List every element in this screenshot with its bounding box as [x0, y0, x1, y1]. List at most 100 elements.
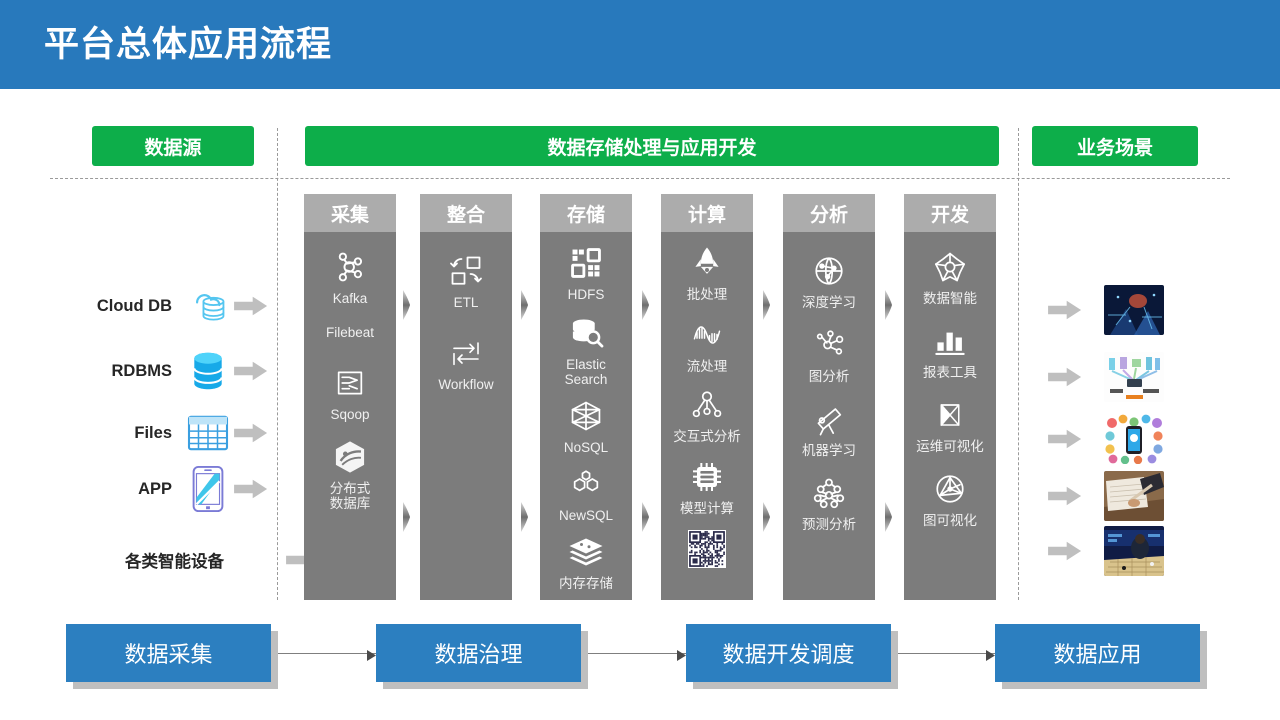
- slide-header: 平台总体应用流程: [0, 0, 1280, 89]
- column-item[interactable]: 数据智能: [904, 246, 996, 306]
- stage-connector-arrow-icon: [882, 288, 896, 322]
- column-item[interactable]: 机器学习: [783, 398, 875, 458]
- column-item[interactable]: 预测分析: [783, 472, 875, 532]
- column-item-label: 内存存储: [559, 576, 613, 591]
- column-item-label: 预测分析: [802, 517, 856, 532]
- column-item[interactable]: 分布式 数据库: [304, 436, 396, 511]
- business-scenario-row[interactable]: [1048, 414, 1164, 464]
- capability-column[interactable]: 计算 批处理流处理交互式分析 模型计算: [661, 194, 753, 600]
- flow-stage-box[interactable]: 数据应用: [995, 624, 1200, 682]
- data-source-label: Cloud DB: [96, 296, 172, 315]
- data-source-row[interactable]: Cloud DB: [70, 284, 276, 328]
- flow-arrow-icon: [1048, 540, 1092, 562]
- flow-arrow-icon: [1048, 428, 1092, 450]
- section-header-business: 业务场景: [1032, 126, 1198, 166]
- hexagons-icon: [569, 463, 603, 505]
- column-item[interactable]: Kafka: [304, 246, 396, 306]
- flow-arrow-icon: [234, 284, 276, 328]
- memory-layers-icon: [568, 531, 604, 573]
- data-source-row[interactable]: Files: [70, 411, 276, 455]
- column-item[interactable]: Elastic Search: [540, 312, 632, 387]
- column-item-label: Kafka: [332, 291, 368, 306]
- column-item-label: 报表工具: [923, 365, 977, 380]
- column-item[interactable]: 运维可视化: [904, 394, 996, 454]
- column-item[interactable]: NoSQL: [540, 395, 632, 455]
- column-item[interactable]: 流处理: [661, 314, 753, 374]
- column-item[interactable]: Filebeat: [304, 322, 396, 340]
- business-scenario-row[interactable]: [1048, 526, 1164, 576]
- handwriting-notebook-photo: [1104, 471, 1164, 521]
- capability-column[interactable]: 开发数据智能 报表工具运维可视化图可视化: [904, 194, 996, 600]
- column-item-label: Elastic Search: [564, 357, 608, 387]
- dark-blue-tech-hands-photo: [1104, 285, 1164, 335]
- flow-stage-box[interactable]: 数据开发调度: [686, 624, 891, 682]
- flow-connector-line: [271, 653, 376, 654]
- mobile-social-icons-photo: [1104, 414, 1164, 464]
- column-item-label: 机器学习: [802, 443, 856, 458]
- page-title: 平台总体应用流程: [44, 25, 333, 64]
- column-item[interactable]: HDFS: [540, 242, 632, 302]
- stage-connector-arrow-icon: [760, 500, 774, 534]
- stage-connector-arrow-icon: [639, 288, 653, 322]
- column-item-label: 分布式 数据库: [329, 481, 371, 511]
- column-item[interactable]: 批处理: [661, 242, 753, 302]
- column-item-label: Sqoop: [330, 407, 370, 422]
- column-title: 开发: [904, 194, 996, 232]
- horizontal-divider: [50, 178, 1230, 179]
- column-items: 深度学习图分析机器学习预测分析: [783, 232, 875, 600]
- section-header-middle: 数据存储处理与应用开发: [305, 126, 999, 166]
- molecule-graph-icon: [811, 324, 847, 366]
- column-item[interactable]: [661, 528, 753, 573]
- data-source-label: 各类智能设备: [125, 553, 224, 571]
- kafka-node-graph-icon: [331, 246, 369, 288]
- flow-stage-box[interactable]: 数据采集: [66, 624, 271, 682]
- spreadsheet-icon: [182, 411, 234, 455]
- column-item[interactable]: 模型计算: [661, 456, 753, 516]
- business-scenario-row[interactable]: [1048, 471, 1164, 521]
- business-scenario-row[interactable]: [1048, 285, 1164, 335]
- column-item-label: ETL: [453, 295, 479, 310]
- flow-arrow-icon: [234, 411, 276, 455]
- capability-column[interactable]: 分析深度学习图分析机器学习预测分析: [783, 194, 875, 600]
- circle-graph-icon: [933, 468, 967, 510]
- section-header-data-source: 数据源: [92, 126, 254, 166]
- sqoop-transfer-icon: [333, 362, 367, 404]
- flow-connector-line: [581, 653, 686, 654]
- data-source-row[interactable]: APP: [70, 465, 276, 513]
- column-item-label: 数据智能: [923, 291, 977, 306]
- column-item[interactable]: Sqoop: [304, 362, 396, 422]
- data-source-row[interactable]: 各类智能设备: [70, 538, 328, 582]
- flow-connector-arrowhead-icon: [677, 648, 687, 666]
- column-item[interactable]: NewSQL: [540, 463, 632, 523]
- flow-connector-arrowhead-icon: [367, 648, 377, 666]
- flow-stage-box[interactable]: 数据治理: [376, 624, 581, 682]
- stage-connector-arrow-icon: [760, 288, 774, 322]
- column-item-label: 流处理: [686, 359, 728, 374]
- cloud-database-icon: [182, 284, 234, 328]
- column-item[interactable]: 报表工具: [904, 320, 996, 380]
- column-item[interactable]: 深度学习: [783, 250, 875, 310]
- column-item-label: HDFS: [567, 287, 605, 302]
- data-source-row[interactable]: RDBMS: [70, 349, 276, 393]
- workflow-arrows-icon: [448, 332, 484, 374]
- column-items: ETL Workflow: [420, 232, 512, 600]
- column-item[interactable]: 图分析: [783, 324, 875, 384]
- node-tree-icon: [690, 384, 724, 426]
- column-item[interactable]: 内存存储: [540, 531, 632, 591]
- column-item[interactable]: 图可视化: [904, 468, 996, 528]
- neural-net-icon: [811, 472, 847, 514]
- column-item[interactable]: 交互式分析: [661, 384, 753, 444]
- column-item-label: 交互式分析: [673, 429, 741, 444]
- column-item-label: 图分析: [808, 369, 850, 384]
- data-source-label: APP: [138, 479, 172, 498]
- flow-arrow-icon: [1048, 485, 1092, 507]
- column-item[interactable]: ETL: [420, 250, 512, 310]
- column-item[interactable]: Workflow: [420, 332, 512, 392]
- business-scenario-row[interactable]: [1048, 352, 1164, 402]
- column-item-label: Workflow: [438, 377, 494, 392]
- stage-connector-arrow-icon: [518, 500, 532, 534]
